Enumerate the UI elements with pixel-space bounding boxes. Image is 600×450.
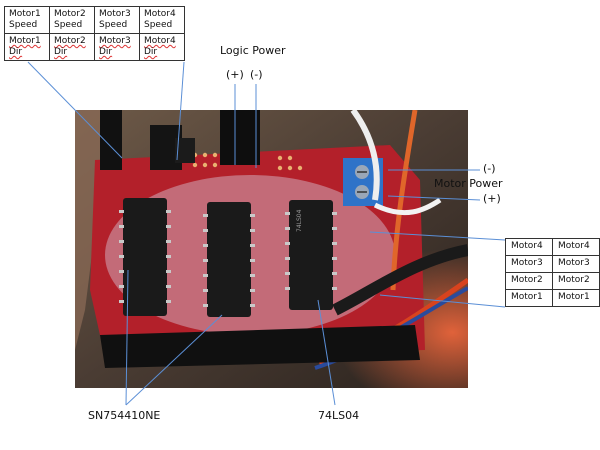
table-cell: Motor4 Dir (139, 33, 185, 61)
table-cell: Motor4 (505, 238, 553, 256)
cell-motor4-speed: Motor4 Speed (144, 9, 176, 30)
circuit-photo (75, 110, 468, 388)
table-cell: Motor2 Speed (49, 6, 95, 34)
header-pins-left (100, 110, 122, 170)
table-row: Motor1 Speed Motor2 Speed Motor3 Speed M… (4, 6, 185, 34)
cell-motor3-speed: Motor3 Speed (99, 9, 131, 30)
table-cell: Motor3 Dir (94, 33, 140, 61)
ic-chip-2 (203, 202, 255, 317)
cell-motor2-b: Motor2 (558, 275, 590, 285)
table-cell: Motor2 (552, 272, 600, 290)
cell-motor4-a: Motor4 (511, 241, 543, 251)
table-cell: Motor1 (552, 289, 600, 307)
motor-output-table: Motor4 Motor4 Motor3 Motor3 Motor2 Motor… (505, 238, 600, 307)
motor-power-label: Motor Power (434, 177, 503, 190)
table-cell: Motor4 (552, 238, 600, 256)
table-row: Motor4 Motor4 (505, 238, 600, 256)
cell-motor4-dir: Motor4 Dir (144, 36, 176, 57)
cell-motor3-dir: Motor3 Dir (99, 36, 131, 57)
cell-motor1-dir: Motor1 Dir (9, 36, 41, 57)
table-cell: Motor1 (505, 289, 553, 307)
cell-motor3-b: Motor3 (558, 258, 590, 268)
logic-minus-label: (-) (250, 68, 263, 81)
table-row: Motor1 Dir Motor2 Dir Motor3 Dir Motor4 … (4, 33, 185, 61)
cell-motor3-a: Motor3 (511, 258, 543, 268)
driver-chip-label: SN754410NE (88, 409, 161, 422)
motor-minus-label: (-) (483, 162, 496, 175)
cell-motor4-b: Motor4 (558, 241, 590, 251)
chip-marking: 74LS04 (296, 209, 303, 232)
table-cell: Motor2 Dir (49, 33, 95, 61)
table-cell: Motor2 (505, 272, 553, 290)
logic-plus-label: (+) (226, 68, 244, 81)
motor-plus-label: (+) (483, 192, 501, 205)
cell-motor1-b: Motor1 (558, 292, 590, 302)
table-cell: Motor4 Speed (139, 6, 185, 34)
cell-motor2-speed: Motor2 Speed (54, 9, 86, 30)
table-cell: Motor3 Speed (94, 6, 140, 34)
table-row: Motor1 Motor1 (505, 289, 600, 307)
inverter-chip-label: 74LS04 (318, 409, 360, 422)
table-row: Motor2 Motor2 (505, 272, 600, 290)
ic-chip-1 (119, 198, 171, 316)
table-row: Motor3 Motor3 (505, 255, 600, 273)
cell-motor2-a: Motor2 (511, 275, 543, 285)
header-pins-logic (220, 110, 260, 165)
cell-motor2-dir: Motor2 Dir (54, 36, 86, 57)
table-cell: Motor3 (552, 255, 600, 273)
table-cell: Motor1 Speed (4, 6, 50, 34)
table-cell: Motor3 (505, 255, 553, 273)
top-pin-table: Motor1 Speed Motor2 Speed Motor3 Speed M… (4, 6, 185, 61)
ic-chip-3 (285, 200, 337, 310)
table-cell: Motor1 Dir (4, 33, 50, 61)
cell-motor1-speed: Motor1 Speed (9, 9, 41, 30)
logic-power-label: Logic Power (220, 44, 286, 57)
cell-motor1-a: Motor1 (511, 292, 543, 302)
